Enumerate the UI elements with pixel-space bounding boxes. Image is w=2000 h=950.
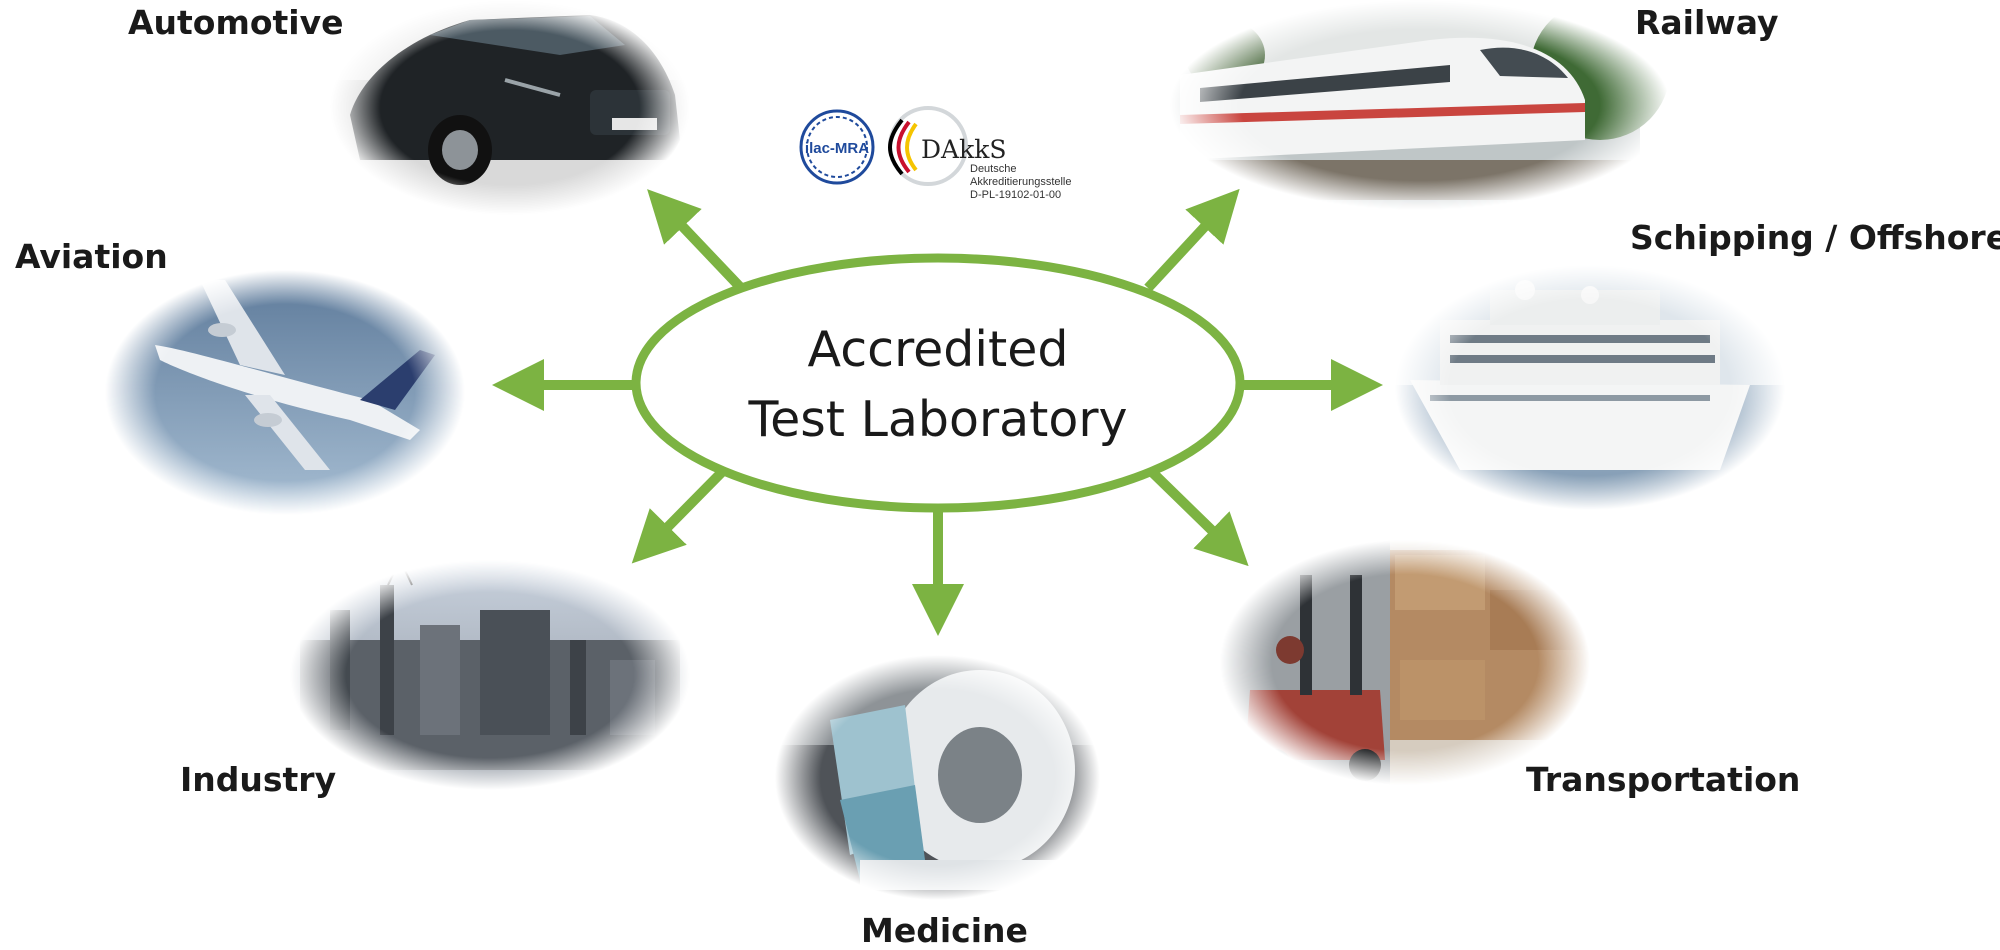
label-transportation: Transportation	[1526, 760, 1801, 799]
mri-scanner-photo	[775, 655, 1100, 900]
high-speed-train-photo	[1170, 0, 1670, 210]
label-automotive: Automotive	[128, 3, 344, 42]
label-medicine: Medicine	[861, 911, 1028, 950]
arrow-industry	[631, 468, 726, 564]
ilac-mra-logo: ilac-MRA	[799, 109, 875, 185]
label-railway: Railway	[1635, 3, 1779, 42]
label-aviation: Aviation	[15, 237, 168, 276]
label-shipping: Schipping / Offshore	[1630, 218, 2000, 257]
airplane-photo	[105, 270, 465, 515]
dakks-title: DAkkS	[921, 135, 1007, 164]
center-title-line2: Test Laboratory	[748, 391, 1128, 448]
arrow-railway	[1144, 188, 1240, 292]
dakks-line2: Akkreditierungsstelle	[970, 176, 1072, 188]
forklift-warehouse-photo	[1220, 540, 1590, 785]
ilac-text: ilac-MRA	[805, 140, 869, 157]
center-title-line1: Accredited	[808, 321, 1069, 378]
center-ellipse	[631, 253, 1245, 513]
car-photo	[330, 0, 690, 215]
arrow-automotive	[647, 189, 745, 292]
industrial-plant-photo	[290, 557, 690, 790]
label-industry: Industry	[180, 760, 337, 799]
dakks-line3: D-PL-19102-01-00	[970, 189, 1061, 201]
arrows	[492, 188, 1383, 636]
dakks-logo: DAkkS Deutsche Akkreditierungsstelle D-P…	[888, 106, 1072, 201]
cruise-ship-photo	[1395, 265, 1785, 510]
arrow-transportation	[1148, 468, 1249, 567]
dakks-line1: Deutsche	[970, 163, 1016, 175]
